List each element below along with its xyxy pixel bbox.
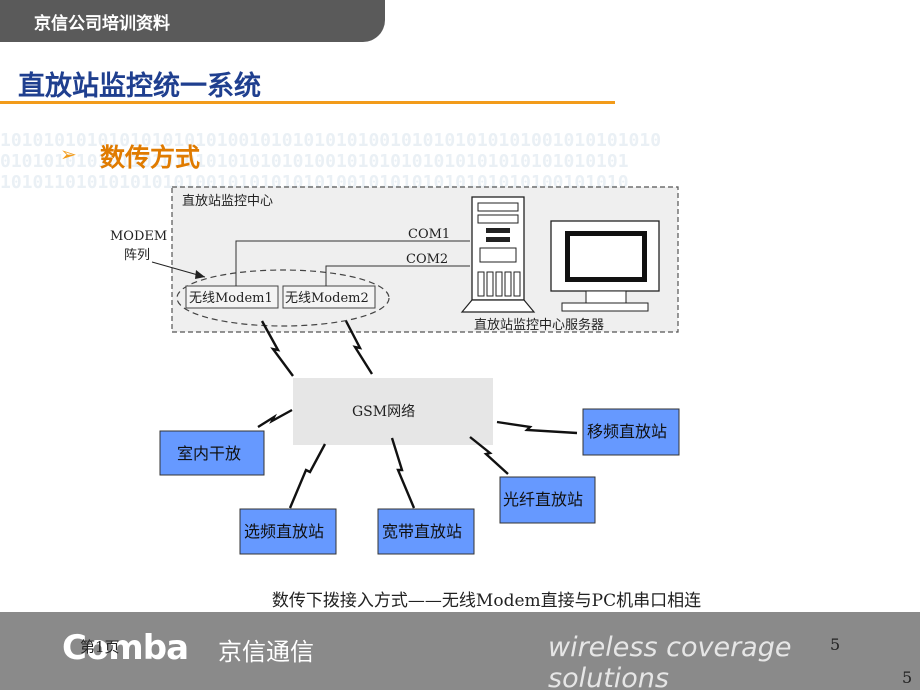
modem-array-label-1: MODEM bbox=[110, 229, 167, 244]
node-freq-select-box bbox=[239, 508, 337, 555]
com2-label: COM2 bbox=[406, 252, 448, 267]
node-indoor-label: 室内干放 bbox=[177, 444, 241, 463]
wireless-links bbox=[257, 320, 578, 509]
link-fiber bbox=[469, 436, 509, 475]
server-icon bbox=[460, 196, 536, 313]
link-freq-select bbox=[288, 443, 327, 509]
modem-array-ellipse bbox=[176, 269, 390, 327]
node-freq-select-label: 选频直放站 bbox=[244, 522, 324, 541]
modem1-box bbox=[185, 285, 279, 309]
modem-array-arrowhead bbox=[195, 270, 205, 279]
title-underline bbox=[0, 101, 615, 104]
network-diagram: 直放站监控中心 MODEM 阵列 无线Modem1 无线Modem2 COM1 … bbox=[110, 186, 680, 555]
company-name-cn: 京信通信 bbox=[218, 638, 314, 666]
modem1-label: 无线Modem1 bbox=[189, 291, 273, 306]
node-freq-shift-box bbox=[582, 408, 680, 456]
server-label: 直放站监控中心服务器 bbox=[474, 317, 604, 333]
com2-line bbox=[325, 265, 470, 286]
node-fiber-box bbox=[499, 476, 596, 524]
link-broadband bbox=[390, 437, 416, 509]
link-indoor bbox=[257, 408, 293, 429]
com1-label: COM1 bbox=[408, 227, 450, 242]
slide-title: 直放站监控统一系统 bbox=[18, 71, 261, 102]
page-label: 第1页 bbox=[80, 638, 120, 656]
monitor-icon bbox=[550, 220, 660, 312]
page-number: 5 bbox=[830, 635, 841, 654]
binary-watermark: 1010101010101010101010010101010101001010… bbox=[0, 130, 662, 193]
header-tab: 京信公司培训资料 bbox=[0, 0, 385, 42]
node-broadband-label: 宽带直放站 bbox=[382, 522, 462, 541]
bullet-arrow-icon: ➢ bbox=[60, 142, 77, 166]
monitoring-center-label: 直放站监控中心 bbox=[182, 194, 273, 209]
node-indoor-box bbox=[159, 430, 265, 476]
com1-line bbox=[235, 240, 470, 286]
modem2-label: 无线Modem2 bbox=[285, 291, 369, 306]
modem-array-label-2: 阵列 bbox=[124, 248, 150, 263]
page-number-corner: 5 bbox=[902, 668, 913, 687]
company-label: 京信公司培训资料 bbox=[34, 14, 170, 34]
node-broadband-box bbox=[377, 508, 475, 555]
link-freq-shift bbox=[496, 420, 578, 435]
comba-logo: Comba bbox=[62, 628, 189, 668]
node-freq-shift-label: 移频直放站 bbox=[587, 422, 667, 441]
gsm-network-label: GSM网络 bbox=[352, 404, 415, 420]
diagram-caption: 数传下拨接入方式——无线Modem直接与PC机串口相连 bbox=[271, 591, 702, 611]
node-fiber-label: 光纤直放站 bbox=[503, 490, 583, 509]
modem2-box bbox=[282, 285, 376, 309]
bullet-heading: 数传方式 bbox=[100, 143, 201, 172]
tagline: wireless coverage solutions bbox=[548, 632, 792, 694]
link-modem2 bbox=[344, 320, 374, 375]
gsm-network-box bbox=[293, 378, 493, 445]
link-modem1 bbox=[260, 320, 294, 377]
footer-bar bbox=[0, 612, 920, 690]
